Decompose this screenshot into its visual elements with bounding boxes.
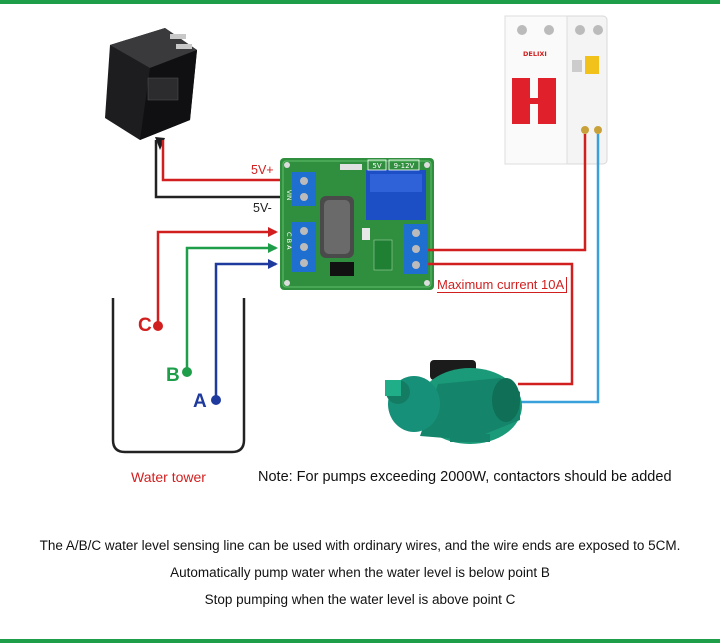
wire-probe-b bbox=[185, 246, 276, 370]
water-pump bbox=[385, 360, 522, 444]
power-adapter bbox=[105, 28, 197, 150]
label-5v-minus: 5V- bbox=[253, 201, 272, 215]
wire-probe-c bbox=[156, 230, 276, 326]
label-max-current: Maximum current 10A bbox=[437, 277, 568, 293]
wire-breaker-relay bbox=[428, 134, 587, 252]
circuit-breaker bbox=[504, 15, 608, 165]
board-tag-range: 9-12V bbox=[394, 162, 415, 170]
wire-probe-a bbox=[214, 262, 276, 398]
wire-neutral-pump bbox=[518, 134, 600, 404]
arrow-c-icon bbox=[268, 227, 278, 237]
description-line-1: The A/B/C water level sensing line can b… bbox=[39, 538, 681, 553]
board-vin-label: VIN bbox=[285, 190, 292, 200]
water-tower-label: Water tower bbox=[131, 469, 206, 485]
board-cba-label: C B A bbox=[285, 232, 293, 250]
arrow-a-icon bbox=[268, 259, 278, 269]
probe-b-label: B bbox=[166, 365, 180, 386]
probe-c-label: C bbox=[138, 315, 152, 336]
description-line-3: Stop pumping when the water level is abo… bbox=[204, 592, 516, 607]
water-tower-outline bbox=[111, 298, 246, 454]
arrow-b-icon bbox=[268, 243, 278, 253]
probe-a-label: A bbox=[193, 391, 207, 412]
probe-a-dot bbox=[211, 395, 221, 405]
probe-c-dot bbox=[153, 321, 163, 331]
label-5v-plus: 5V+ bbox=[251, 163, 274, 177]
top-accent-bar bbox=[0, 0, 720, 4]
wire-5v-plus bbox=[161, 140, 280, 182]
relay-board bbox=[280, 158, 434, 290]
breaker-brand: DELIXI bbox=[523, 50, 547, 58]
bottom-accent-bar bbox=[0, 639, 720, 643]
wire-relay-pump bbox=[428, 262, 574, 386]
board-tag-5v: 5V bbox=[372, 162, 381, 170]
description-line-2: Automatically pump water when the water … bbox=[170, 565, 550, 580]
note-text: Note: For pumps exceeding 2000W, contact… bbox=[258, 469, 672, 485]
probe-b-dot bbox=[182, 367, 192, 377]
wire-5v-minus bbox=[154, 140, 280, 199]
